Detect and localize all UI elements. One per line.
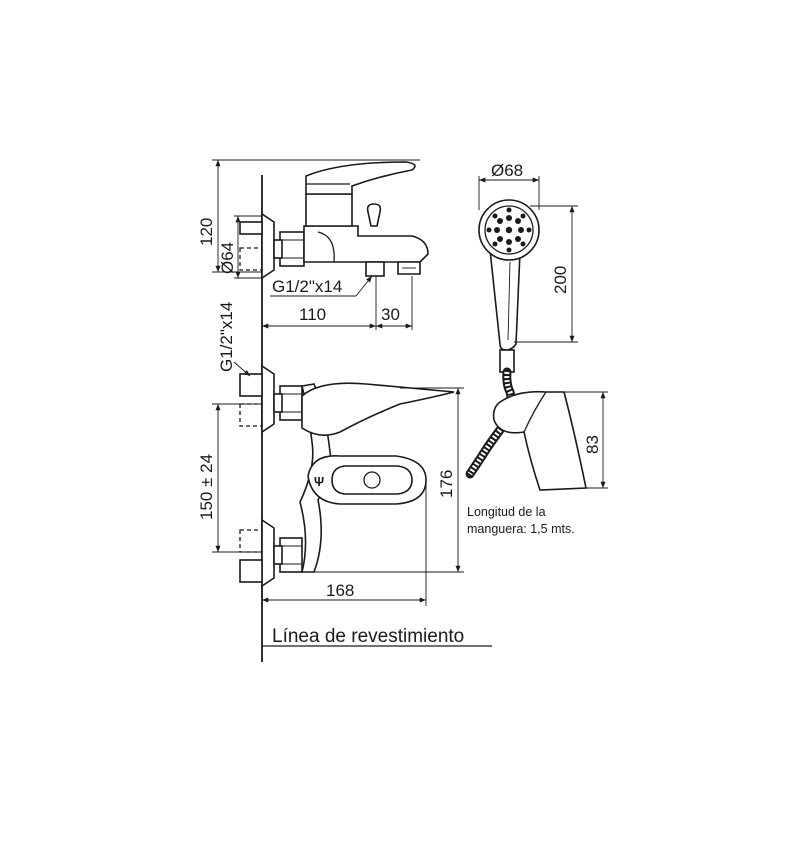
dim-shower-length-label: 200 <box>551 266 570 294</box>
top-faucet-view <box>239 161 429 280</box>
dim-spout-reach: 110 30 <box>262 276 413 330</box>
dim-holder-height-label: 83 <box>583 435 602 454</box>
dim-inlet-spacing-label: 150 ± 24 <box>197 454 216 520</box>
dim-top-height-label: 120 <box>197 218 216 246</box>
shower-head-nozzles-icon <box>486 207 532 253</box>
dim-flange-diameter: Ø64 <box>218 215 262 279</box>
dim-holder-height: 83 <box>564 391 608 489</box>
dim-body-width: 168 <box>262 480 427 606</box>
dim-body-width-label: 168 <box>326 581 354 600</box>
dim-spout-outlet-label: 30 <box>381 305 400 324</box>
svg-text:Ψ: Ψ <box>314 475 324 489</box>
hose-note-line2: manguera: 1,5 mts. <box>467 522 575 536</box>
dim-shower-length: 200 <box>514 205 578 343</box>
wall-label: Línea de revestimiento <box>272 626 464 647</box>
dim-top-height: 120 <box>197 159 420 273</box>
dim-spout-reach-label: 110 <box>299 305 326 324</box>
front-mixer-view: Ψ <box>239 364 455 588</box>
dim-flange-diameter-label: Ø64 <box>218 242 237 274</box>
dim-body-height-label: 176 <box>437 470 456 498</box>
wall-label-group: Línea de revestimiento <box>262 626 492 647</box>
dim-shower-diameter-label: Ø68 <box>491 161 523 180</box>
hose-note-line1: Longitud de la <box>467 505 546 519</box>
dim-top-thread-label: G1/2"x14 <box>272 277 342 296</box>
hand-shower-view <box>465 199 587 491</box>
dim-side-thread: G1/2"x14 <box>217 302 251 377</box>
dim-shower-diameter: Ø68 <box>478 161 540 210</box>
dim-top-thread: G1/2"x14 <box>270 275 373 297</box>
dim-body-height: 176 <box>302 387 464 573</box>
dim-inlet-spacing: 150 ± 24 <box>197 403 262 553</box>
dim-side-thread-label: G1/2"x14 <box>217 302 236 372</box>
